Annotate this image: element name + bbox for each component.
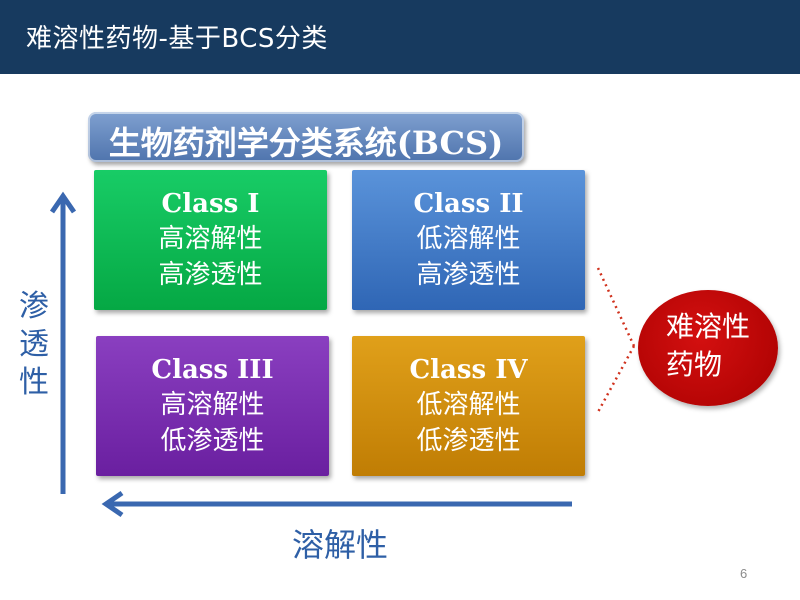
- permeability-axis-arrow: [49, 191, 77, 494]
- callout-line-2: 药物: [666, 348, 723, 381]
- class-3-name: Class III: [151, 355, 274, 385]
- class-2-cell: Class II 低溶解性 高渗透性: [352, 170, 585, 310]
- solubility-axis-label: 溶解性: [292, 526, 389, 564]
- bcs-title: 生物药剂学分类系统(BCS): [108, 124, 504, 162]
- poorly-soluble-drugs-callout: 难溶性 药物: [638, 290, 778, 406]
- class-4-cell: Class IV 低溶解性 低渗透性: [352, 336, 585, 476]
- callout-line-1: 难溶性: [666, 310, 751, 343]
- class-3-permeability: 低渗透性: [160, 426, 265, 456]
- class-4-permeability: 低渗透性: [416, 426, 521, 456]
- class-1-cell: Class I 高溶解性 高渗透性: [94, 170, 327, 310]
- class-3-cell: Class III 高溶解性 低渗透性: [96, 336, 329, 476]
- class-1-name: Class I: [161, 189, 260, 219]
- bcs-title-box: 生物药剂学分类系统(BCS): [88, 112, 524, 162]
- solubility-axis-arrow: [101, 490, 572, 518]
- class-2-permeability: 高渗透性: [416, 260, 521, 290]
- class-3-solubility: 高溶解性: [160, 390, 265, 420]
- class-2-solubility: 低溶解性: [416, 224, 521, 254]
- class-2-name: Class II: [413, 189, 524, 219]
- callout-text: 难溶性 药物: [666, 308, 766, 384]
- slide-header: 难溶性药物-基于BCS分类: [0, 0, 800, 74]
- permeability-axis-label: 渗透性: [19, 289, 49, 400]
- callout-bracket: [596, 267, 636, 413]
- class-4-solubility: 低溶解性: [416, 390, 521, 420]
- class-4-name: Class IV: [409, 355, 528, 385]
- class-1-solubility: 高溶解性: [158, 224, 263, 254]
- class-1-permeability: 高渗透性: [158, 260, 263, 290]
- page-number: 6: [740, 566, 748, 581]
- slide-title: 难溶性药物-基于BCS分类: [26, 24, 328, 54]
